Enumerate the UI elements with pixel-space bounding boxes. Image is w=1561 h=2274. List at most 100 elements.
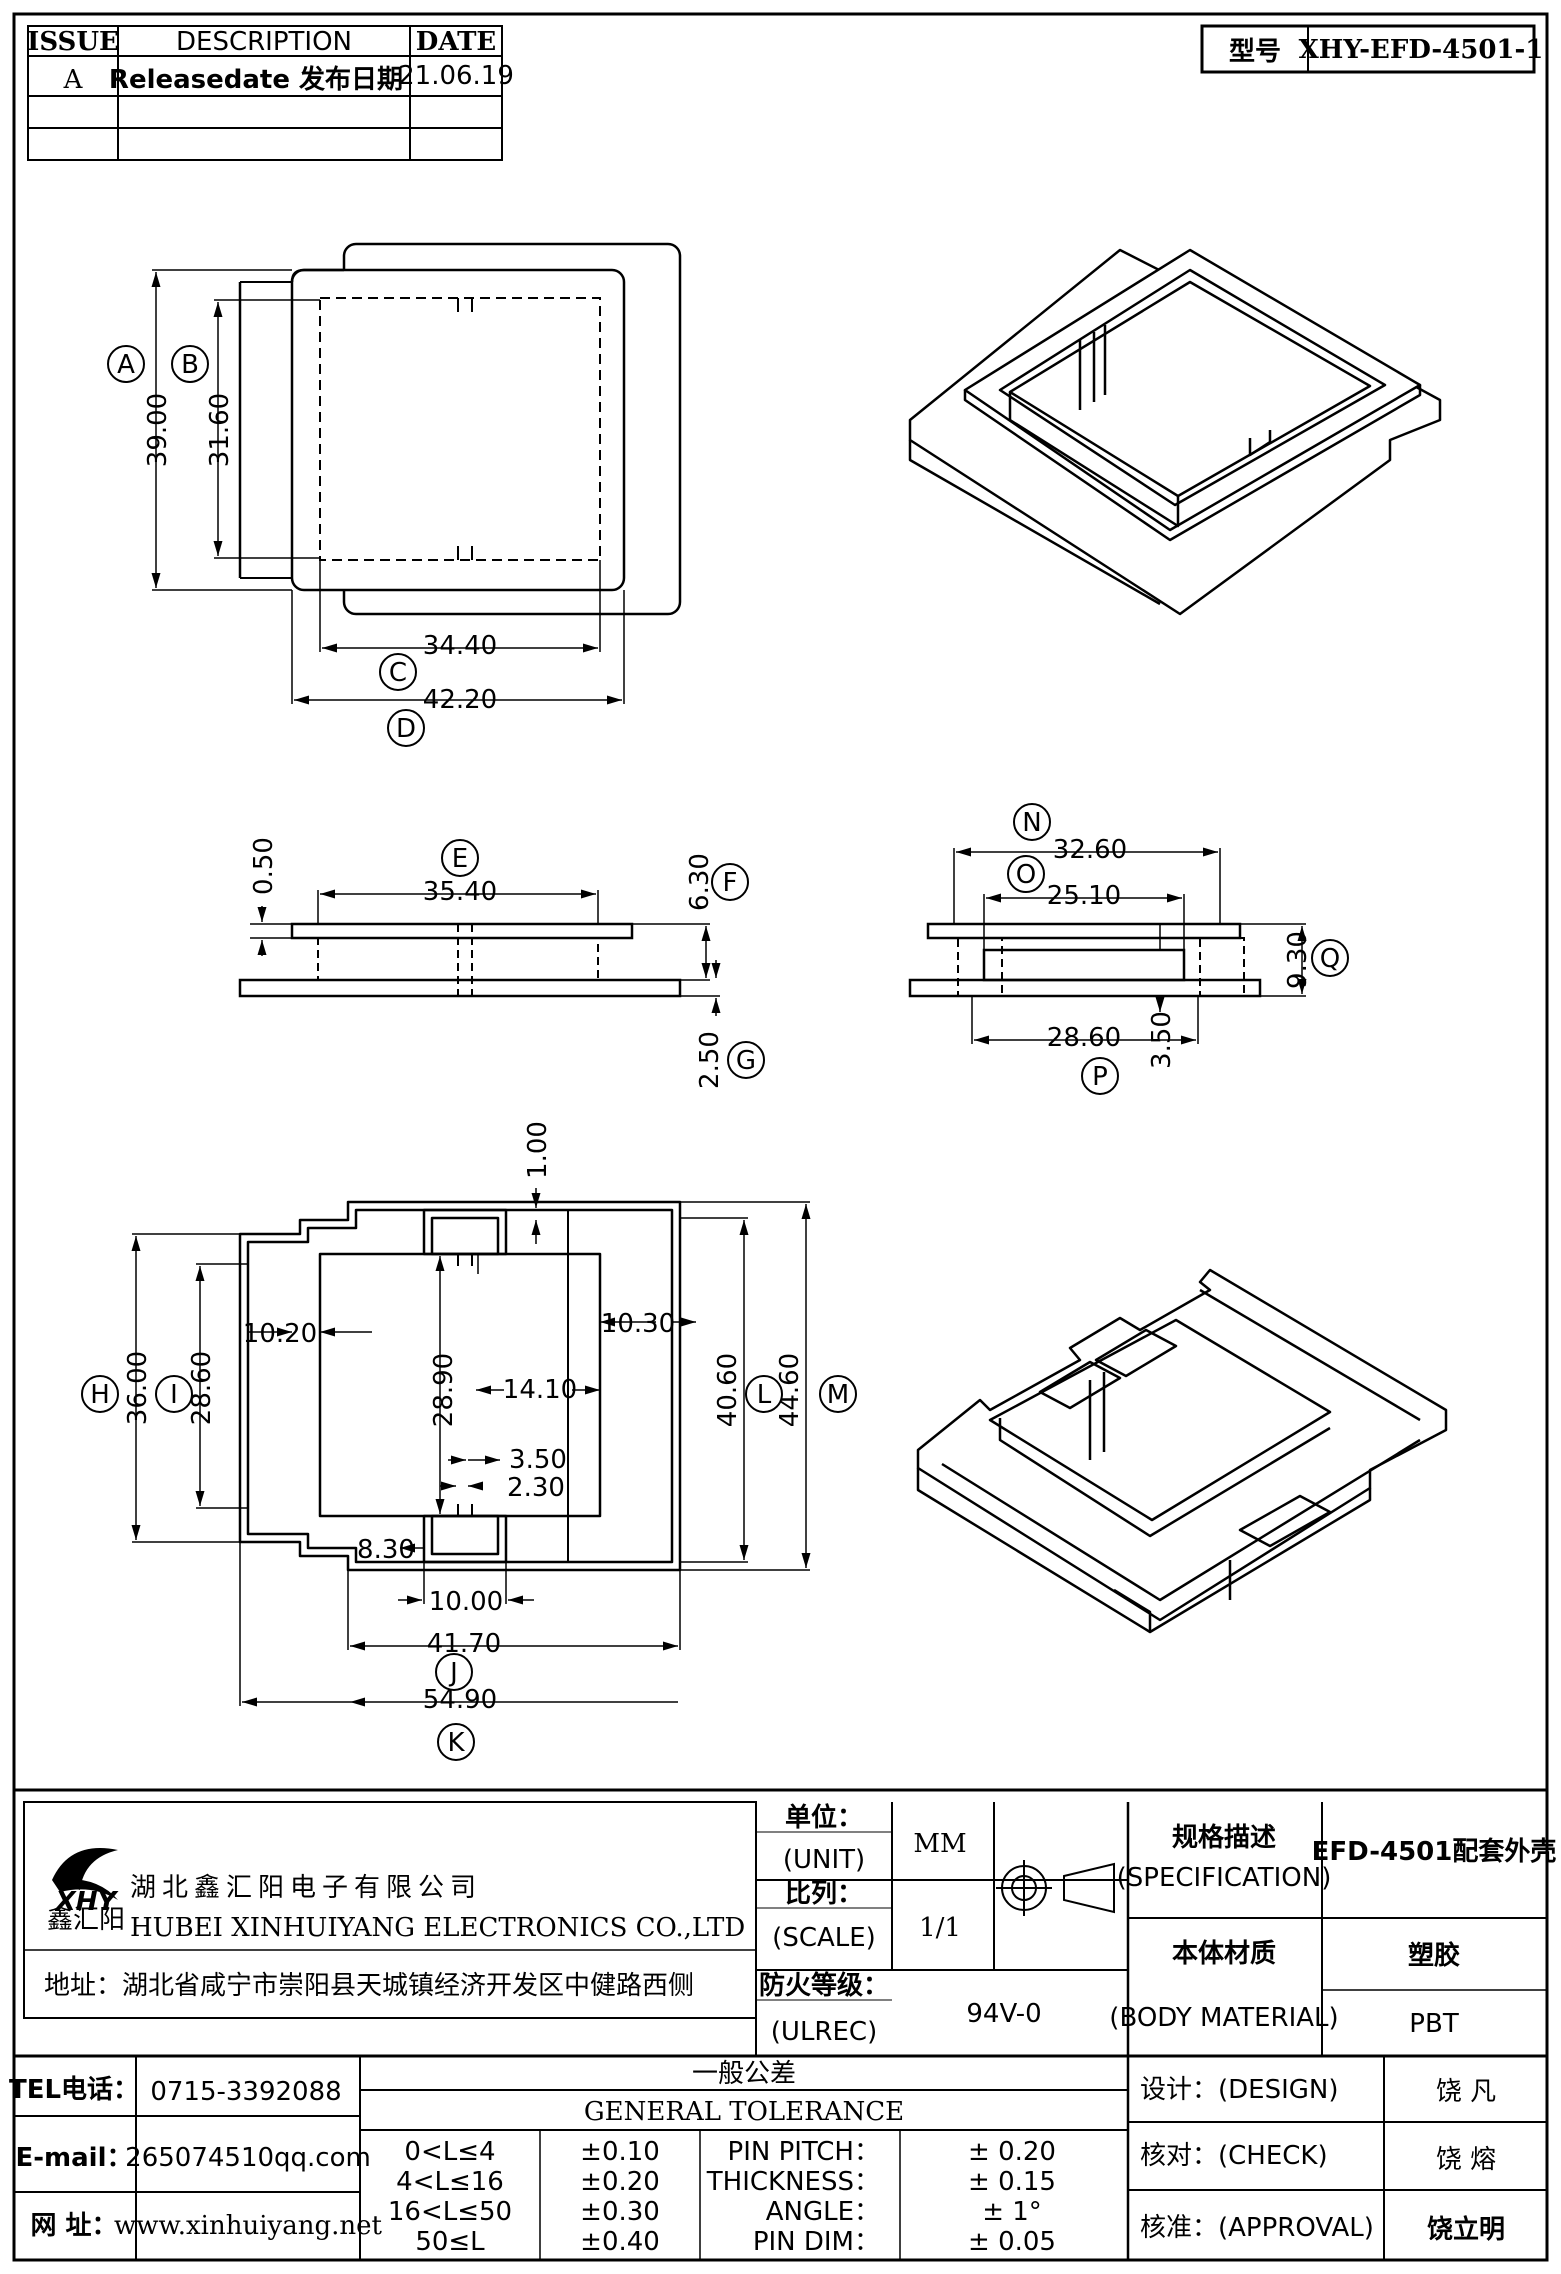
iso-top-view — [908, 248, 1442, 616]
tol-value: ±0.20 — [580, 2167, 660, 2197]
tol-param-name: PIN PITCH： — [728, 2137, 880, 2167]
tolerance-title-en: GENERAL TOLERANCE — [584, 2097, 904, 2127]
dim-bottom-gap-value: 10.00 — [429, 1587, 503, 1617]
tol-param-name: THICKNESS： — [706, 2167, 880, 2197]
title-block — [14, 1788, 1547, 2260]
model-value: XHY-EFD-4501-1 — [1299, 35, 1544, 65]
callout-P: P — [1092, 1062, 1108, 1092]
rev-date: 21.06.19 — [398, 61, 514, 91]
dim-pin-a-value: 3.50 — [509, 1445, 567, 1475]
callout-letters: A B C D E F G H I J K L M N O P Q — [90, 350, 1340, 1758]
email-value: 265074510qq.com — [125, 2143, 371, 2173]
callout-K: K — [447, 1728, 465, 1758]
revision-table — [27, 25, 503, 161]
material-cn: 本体材质 — [1172, 1939, 1276, 1969]
front-view-dims — [250, 889, 721, 1016]
iso-bottom-view — [916, 1268, 1448, 1634]
web-label: 网 址： — [30, 2211, 117, 2241]
ul-value: 94V-0 — [966, 1999, 1041, 2029]
dim-B-value: 31.60 — [205, 393, 235, 467]
dim-F-value: 6.30 — [685, 853, 715, 911]
dim-corner-value: 8.30 — [357, 1535, 415, 1565]
top-view-dims — [151, 269, 625, 705]
callout-E: E — [452, 844, 468, 874]
projection-symbol-icon — [996, 1860, 1115, 1916]
scale-cn: 比列： — [785, 1879, 863, 1909]
dim-left-gap-value: 10.20 — [243, 1319, 317, 1349]
logo-text: XHY — [54, 1887, 120, 1917]
callout-J: J — [448, 1658, 458, 1688]
company-name-cn: 湖北鑫汇阳电子有限公司 — [130, 1873, 482, 1903]
design-name: 饶 凡 — [1436, 2077, 1496, 2107]
dim-pin-b-value: 2.30 — [507, 1473, 565, 1503]
email-label: E-mail： — [15, 2143, 132, 2173]
callout-I: I — [170, 1380, 178, 1410]
spec-en: (SPECIFICATION) — [1117, 1863, 1332, 1893]
tol-value: ±0.10 — [580, 2137, 660, 2167]
callout-A: A — [117, 350, 135, 380]
unit-cn: 单位： — [785, 1802, 863, 1833]
dim-D-value: 42.20 — [423, 685, 497, 715]
dim-right-gap-value: 10.30 — [601, 1309, 675, 1339]
dim-L-value: 40.60 — [713, 1353, 743, 1427]
company-address: 地址：湖北省咸宁市崇阳县天城镇经济开发区中健路西侧 — [44, 1971, 694, 2001]
tol-range: 50≤L — [415, 2227, 485, 2257]
tel-value: 0715-3392088 — [150, 2077, 341, 2107]
rev-header-issue: ISSUE — [27, 27, 119, 57]
dim-O-value: 25.10 — [1047, 881, 1121, 911]
ul-cn: 防火等级： — [759, 1970, 889, 2001]
callout-M: M — [827, 1380, 849, 1410]
tol-param-name: ANGLE： — [766, 2197, 880, 2227]
company-name-en: HUBEI XINHUIYANG ELECTRONICS CO.,LTD — [130, 1913, 745, 1943]
unit-en: (UNIT) — [783, 1845, 865, 1875]
tol-range: 4<L≤16 — [396, 2167, 504, 2197]
side-view — [908, 922, 1262, 998]
callout-G: G — [736, 1046, 756, 1076]
callout-circles — [81, 345, 1349, 1761]
rev-header-date: DATE — [416, 27, 496, 57]
material-value-en: PBT — [1409, 2009, 1459, 2039]
dim-center-w-value: 14.10 — [503, 1375, 577, 1405]
rev-issue: A — [63, 65, 84, 95]
tolerance-title-cn: 一般公差 — [692, 2059, 796, 2089]
spec-cn: 规格描述 — [1172, 1822, 1276, 1853]
dim-side-height-value: 3.50 — [1147, 1011, 1177, 1069]
top-view — [238, 242, 682, 616]
rev-description: Releasedate 发布日期 — [109, 64, 403, 95]
callout-O: O — [1016, 860, 1036, 890]
model-box — [1200, 24, 1536, 74]
tol-value: ±0.30 — [580, 2197, 660, 2227]
dim-inner-h-value: 28.90 — [429, 1353, 459, 1427]
dim-front-thin-value: 0.50 — [249, 837, 279, 895]
web-value: www.xinhuiyang.net — [114, 2211, 382, 2241]
callout-B: B — [181, 350, 199, 380]
material-value-cn: 塑胶 — [1408, 1940, 1460, 1971]
callout-D: D — [396, 714, 416, 744]
logo-sub: 鑫汇阳 — [47, 1905, 125, 1935]
approval-label: 核准：(APPROVAL) — [1140, 2213, 1374, 2243]
callout-H: H — [90, 1380, 110, 1410]
material-en: (BODY MATERIAL) — [1109, 2003, 1338, 2033]
callout-L: L — [757, 1380, 772, 1410]
model-label: 型号 — [1229, 37, 1281, 67]
dim-J-value: 41.70 — [427, 1629, 501, 1659]
tol-param-value: ± 1° — [982, 2197, 1042, 2227]
dim-A-value: 39.00 — [143, 393, 173, 467]
sheet-border — [12, 12, 1549, 2262]
dim-C-value: 34.40 — [423, 631, 497, 661]
bottom-view-dims — [131, 1188, 811, 1707]
callout-Q: Q — [1320, 944, 1340, 974]
scale-en: (SCALE) — [772, 1923, 876, 1953]
rev-header-description: DESCRIPTION — [176, 27, 352, 57]
dim-H-value: 36.00 — [123, 1351, 153, 1425]
dim-P-value: 28.60 — [1047, 1023, 1121, 1053]
tel-label: TEL电话： — [9, 2075, 139, 2105]
scale-value: 1/1 — [919, 1913, 961, 1943]
tol-param-value: ± 0.20 — [968, 2137, 1056, 2167]
unit-value: MM — [913, 1829, 966, 1859]
dim-N-value: 32.60 — [1053, 835, 1127, 865]
callout-C: C — [389, 658, 407, 688]
side-view-dims — [953, 847, 1307, 1045]
tol-param-name: PIN DIM： — [753, 2227, 880, 2257]
